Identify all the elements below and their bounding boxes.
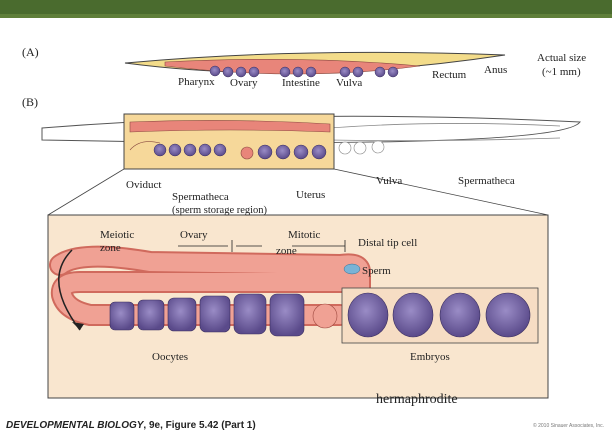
distal-tip-cell-label: Distal tip cell [358, 238, 417, 249]
mitotic-zone-label: zone [276, 246, 297, 257]
book-title: DEVELOPMENTAL BIOLOGY [6, 420, 143, 431]
spermatheca-label: Spermatheca [172, 192, 229, 203]
panel-a-label: (A) [22, 46, 39, 58]
sperm-label: Sperm [362, 266, 391, 277]
oviduct-label: Oviduct [126, 180, 161, 191]
panel-b-label: (B) [22, 96, 38, 108]
oocytes-label: Oocytes [152, 352, 188, 363]
copyright: © 2010 Sinauer Associates, Inc. [533, 423, 604, 429]
inset [48, 215, 548, 398]
rectum-label: Rectum [432, 70, 466, 81]
actual-size-label: Actual size [537, 53, 586, 64]
embryos-label: Embryos [410, 352, 450, 363]
meiotic-label: Meiotic [100, 230, 134, 241]
figure-citation: DEVELOPMENTAL BIOLOGY, 9e, Figure 5.42 (… [6, 420, 256, 431]
vulva-label: Vulva [336, 78, 362, 89]
anus-label: Anus [484, 65, 507, 76]
uterus-label: Uterus [296, 190, 325, 201]
worm-b [42, 114, 580, 169]
figure-reference: , 9e, Figure 5.42 (Part 1) [143, 420, 255, 431]
intestine-label: Intestine [282, 78, 320, 89]
ovary-inset-label: Ovary [180, 230, 208, 241]
mitotic-label: Mitotic [288, 230, 320, 241]
sperm-storage-label: (sperm storage region) [172, 206, 267, 217]
ovary-label: Ovary [230, 78, 258, 89]
caption: hermaphrodite [376, 393, 458, 407]
pharynx-label: Pharynx [178, 77, 215, 88]
vulva-b-label: Vulva [376, 176, 402, 187]
meiotic-zone-label: zone [100, 243, 121, 254]
spermatheca-b-label: Spermatheca [458, 176, 515, 187]
actual-size-value: (~1 mm) [542, 67, 581, 78]
